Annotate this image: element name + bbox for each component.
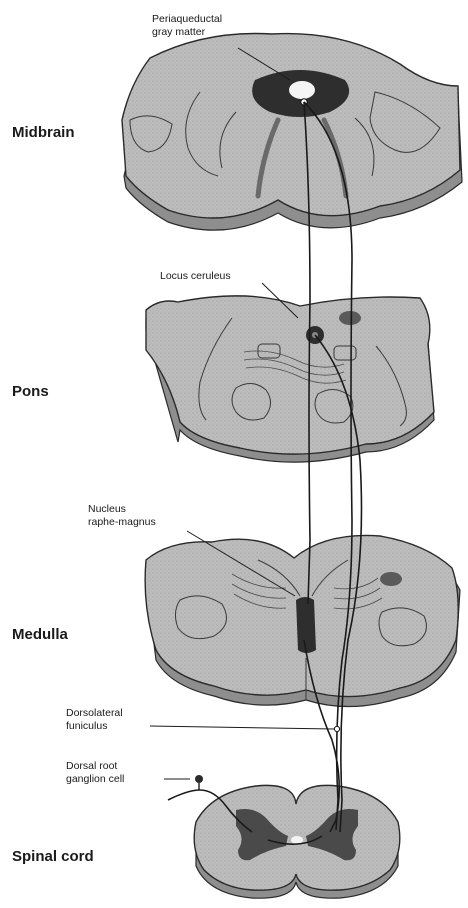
pons-section <box>146 296 434 462</box>
spinal-cord-section <box>168 775 400 898</box>
midbrain-section <box>122 34 462 231</box>
dorsal-root-ganglion-label: Dorsal root ganglion cell <box>66 760 124 786</box>
medulla-section <box>145 535 460 706</box>
midbrain-label: Midbrain <box>12 124 75 141</box>
spinal-cord-label: Spinal cord <box>12 848 94 865</box>
cerebral-aqueduct <box>289 81 315 99</box>
pons-right-nucleus <box>339 311 361 325</box>
raphe-magnus-label: Nucleus raphe-magnus <box>88 503 156 529</box>
medulla-right-nucleus <box>380 572 402 586</box>
pons-label: Pons <box>12 383 49 400</box>
midbrain-slab-top <box>122 34 460 219</box>
dorsal-root-ganglion-cell <box>195 775 203 783</box>
medulla-label: Medulla <box>12 626 68 643</box>
periaqueductal-label: Periaqueductal gray matter <box>152 13 222 39</box>
locus-ceruleus-label: Locus ceruleus <box>160 270 231 283</box>
dorsolateral-funiculus-label: Dorsolateral funiculus <box>66 707 123 733</box>
leader-dorsolateral <box>150 726 334 729</box>
raphe-magnus-nucleus <box>296 597 316 653</box>
pons-slab-top <box>146 296 434 454</box>
dorsolateral-funiculus-marker <box>334 726 339 731</box>
